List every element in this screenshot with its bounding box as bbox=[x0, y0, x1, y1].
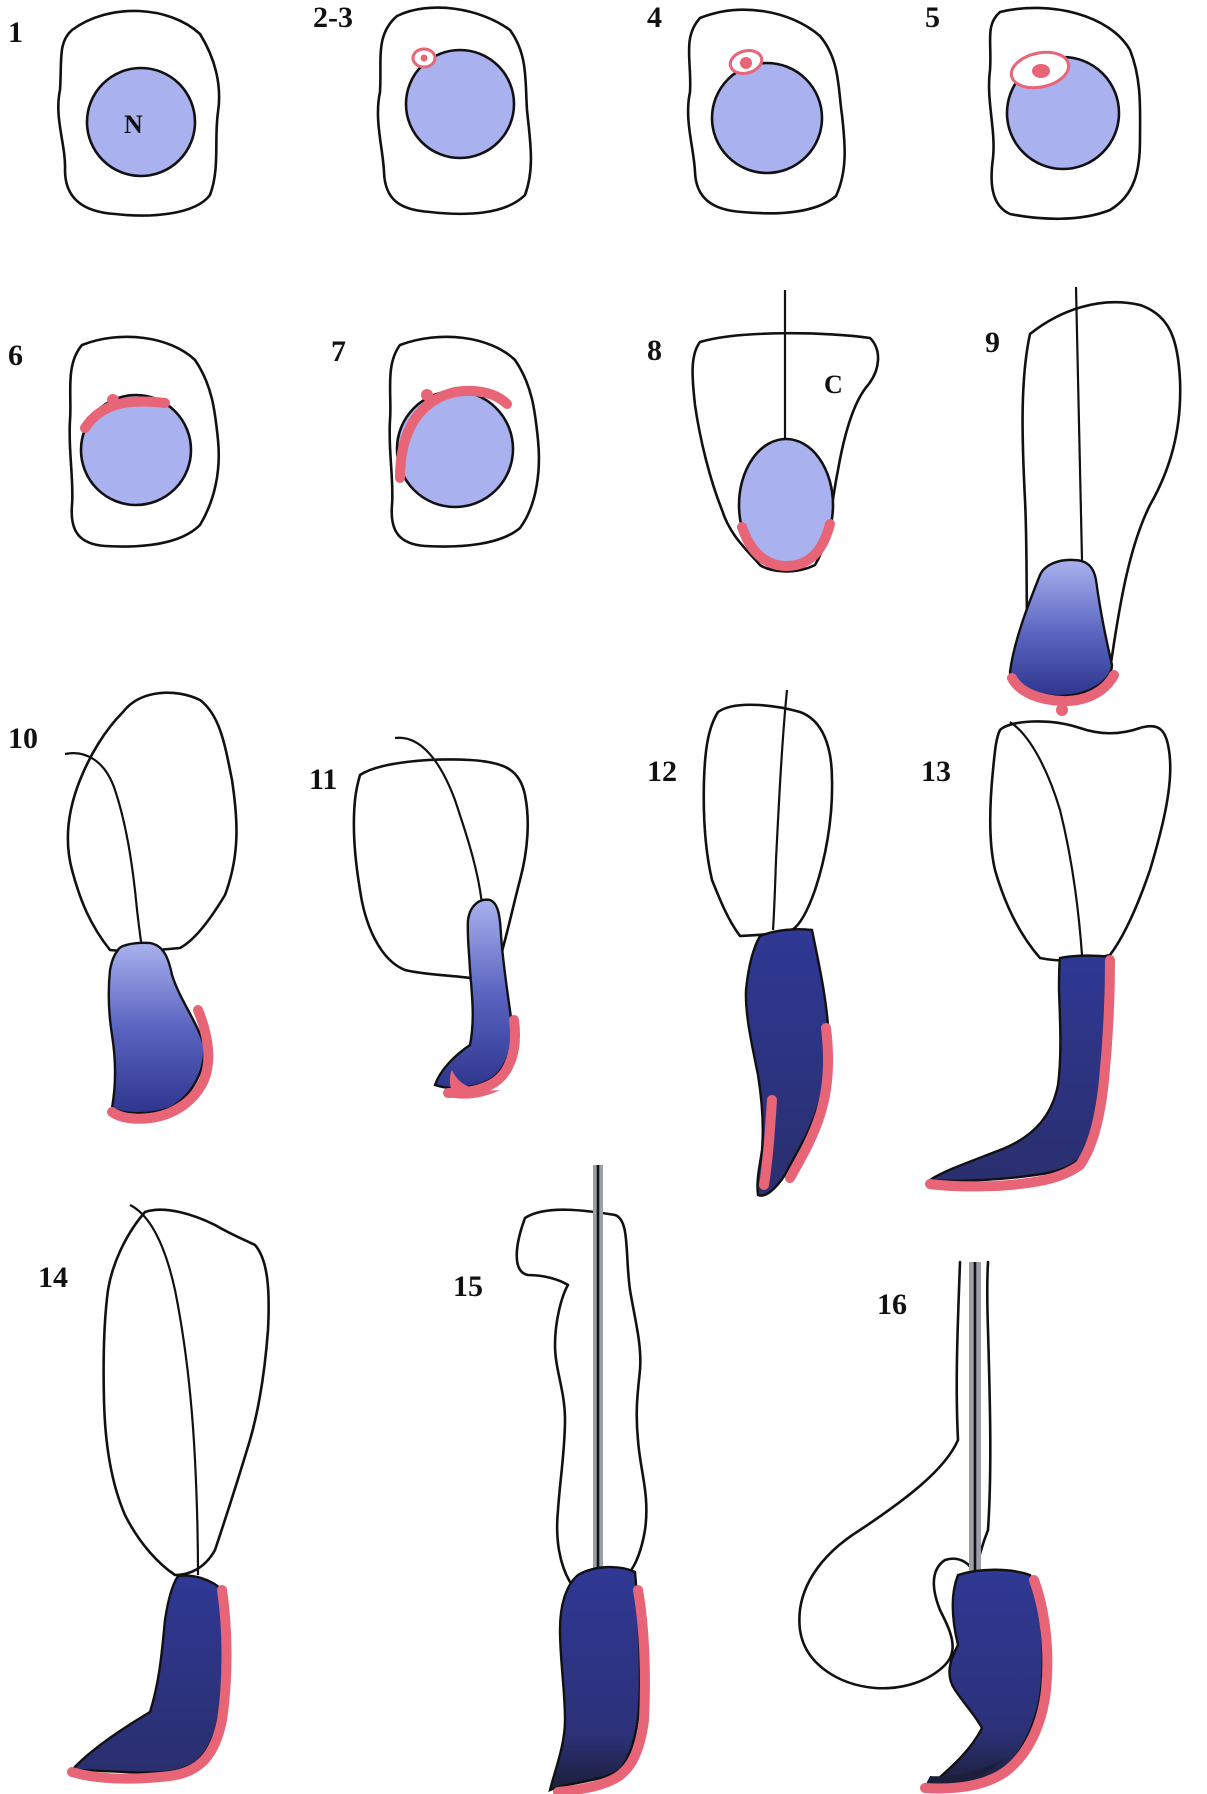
stage-label-11: 11 bbox=[309, 763, 337, 796]
acrosomal-granule bbox=[107, 394, 119, 406]
stage-11-cell bbox=[354, 738, 528, 1099]
stage-2-3-cell bbox=[378, 8, 531, 214]
stage-label-10: 10 bbox=[8, 722, 38, 755]
acrosomal-granule bbox=[421, 389, 433, 401]
stage-label-2-3: 2-3 bbox=[313, 1, 353, 34]
nucleus bbox=[72, 1576, 223, 1773]
nucleus bbox=[550, 1567, 640, 1790]
flagellum bbox=[395, 738, 486, 935]
nucleus bbox=[746, 929, 829, 1195]
stage-label-1: 1 bbox=[8, 16, 23, 49]
stage-1-cell: N bbox=[58, 11, 219, 216]
flagellum bbox=[1076, 287, 1082, 560]
nucleus-label: N bbox=[124, 110, 143, 139]
stage-label-16: 16 bbox=[877, 1288, 907, 1321]
nucleus bbox=[109, 943, 205, 1113]
stage-label-6: 6 bbox=[8, 339, 23, 372]
flagellum bbox=[65, 753, 142, 948]
flagellum bbox=[1010, 722, 1082, 955]
stage-5-cell bbox=[989, 8, 1140, 219]
cytoplasm-label: C bbox=[824, 370, 843, 399]
stage-label-13: 13 bbox=[921, 755, 951, 788]
stage-9-cell bbox=[1010, 287, 1180, 716]
stage-12-cell bbox=[704, 690, 832, 1196]
stage-label-15: 15 bbox=[453, 1270, 483, 1303]
nucleus bbox=[712, 63, 822, 173]
stage-10-cell bbox=[65, 693, 236, 1119]
nucleus bbox=[1010, 560, 1112, 696]
stage-4-cell bbox=[688, 10, 845, 214]
stage-7-cell bbox=[390, 337, 539, 547]
nucleus bbox=[435, 900, 512, 1089]
stage-label-9: 9 bbox=[985, 326, 1000, 359]
stage-14-cell bbox=[72, 1205, 269, 1779]
acrosomal-granule bbox=[421, 55, 428, 62]
stage-label-4: 4 bbox=[647, 1, 662, 34]
stage-label-5: 5 bbox=[925, 1, 940, 34]
flagellum bbox=[773, 690, 787, 930]
stage-15-cell bbox=[517, 1165, 647, 1792]
stage-16-cell bbox=[799, 1262, 1047, 1788]
stage-13-cell bbox=[930, 721, 1170, 1186]
stage-8-cell: C bbox=[693, 290, 879, 571]
stage-6-cell bbox=[70, 337, 219, 547]
stage-label-14: 14 bbox=[38, 1261, 68, 1294]
stage-label-8: 8 bbox=[647, 334, 662, 367]
acrosomal-granule bbox=[1032, 64, 1050, 78]
acrosomal-granule bbox=[740, 57, 752, 69]
flagellum bbox=[130, 1205, 198, 1575]
stage-label-7: 7 bbox=[331, 335, 346, 368]
nucleus bbox=[397, 391, 513, 507]
acrosomal-granule bbox=[1056, 704, 1068, 716]
stage-label-12: 12 bbox=[647, 755, 677, 788]
